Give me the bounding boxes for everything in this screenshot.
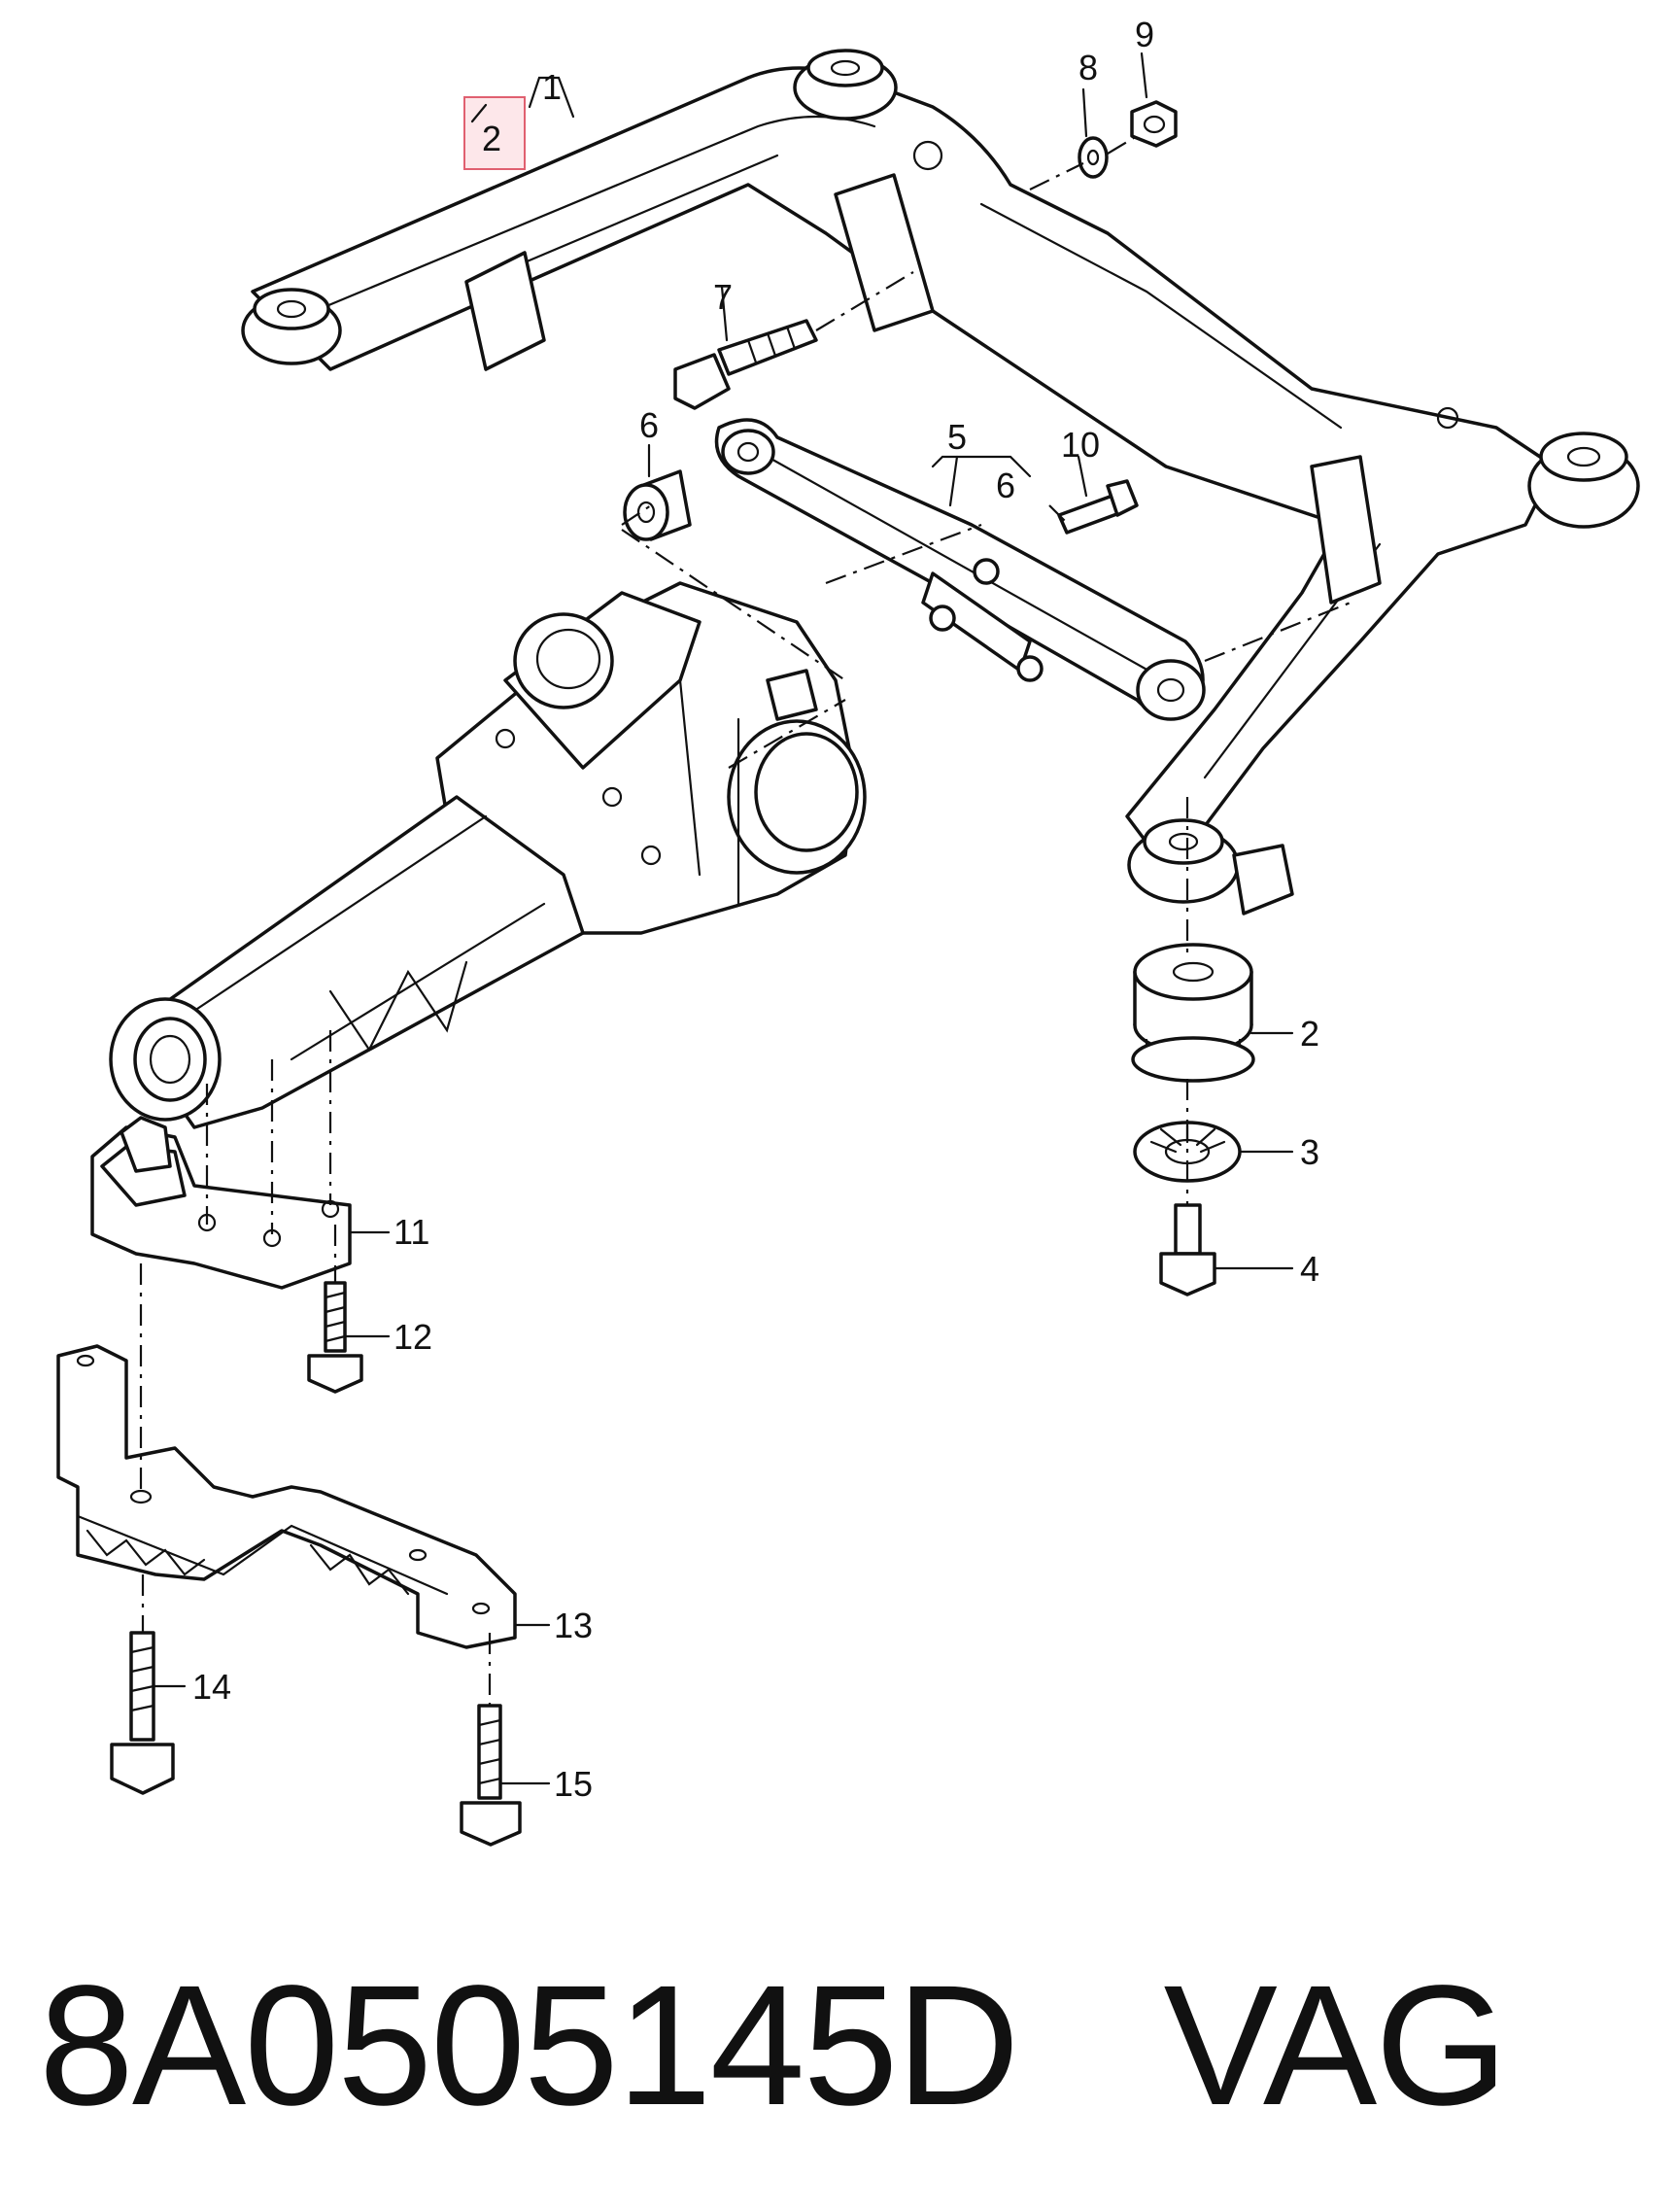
subframe-hole xyxy=(912,140,943,171)
subframe-bracket-rear xyxy=(1310,455,1382,605)
callout-15: 15 xyxy=(554,1764,593,1804)
bushing-rear-right xyxy=(1527,432,1640,529)
bushing-rear-left xyxy=(1127,818,1294,916)
differential-housing xyxy=(435,581,867,935)
bushing-front-right xyxy=(793,49,898,121)
callout-10: 10 xyxy=(1061,425,1100,465)
callout-6-bushing: 6 xyxy=(639,405,659,445)
bolt-12 xyxy=(307,1281,363,1394)
subframe-hole xyxy=(1436,406,1459,430)
brand-label: VAG xyxy=(1163,1951,1509,2141)
bolt-15 xyxy=(460,1704,522,1847)
bushing-front-left xyxy=(241,288,342,365)
propshaft-tube xyxy=(109,795,585,1129)
subframe-bracket-front xyxy=(464,251,546,371)
bolt-14 xyxy=(110,1631,175,1795)
callout-2: 2 xyxy=(1300,1014,1319,1054)
callout-labels: 1 2 2 3 4 5 6 6 7 8 9 10 11 12 13 14 15 xyxy=(192,15,1319,1804)
callout-13: 13 xyxy=(554,1606,593,1645)
leader-lines xyxy=(152,52,1294,1785)
mount-bracket xyxy=(90,1116,352,1290)
bolt-7 xyxy=(673,319,818,410)
washer-8 xyxy=(1078,136,1109,179)
bolt-10 xyxy=(1057,479,1139,535)
link-arm xyxy=(714,418,1206,721)
nut-9 xyxy=(1130,100,1178,148)
callout-11: 11 xyxy=(394,1212,429,1252)
part-number-caption: 8A0505145D VAG xyxy=(39,1934,1652,2158)
assembly-lines xyxy=(139,135,1352,1706)
callout-7: 7 xyxy=(713,277,733,317)
part-number: 8A0505145D xyxy=(39,1951,1020,2141)
bushing-6 xyxy=(623,469,692,541)
cross-bracket xyxy=(56,1344,517,1649)
exploded-parts-diagram: 1 2 2 3 4 5 6 6 7 8 9 10 11 12 13 14 15 xyxy=(56,15,1640,1847)
callout-6-link: 6 xyxy=(996,466,1015,505)
highlight-box-slash xyxy=(470,103,488,123)
callout-14: 14 xyxy=(192,1667,231,1707)
callout-3: 3 xyxy=(1300,1132,1319,1172)
callout-5: 5 xyxy=(947,417,967,457)
callout-1: 1 xyxy=(542,67,562,107)
highlight-box xyxy=(463,96,526,170)
callout-12: 12 xyxy=(394,1317,432,1357)
callout-4: 4 xyxy=(1300,1249,1319,1289)
callout-2-highlighted: 2 xyxy=(482,119,501,158)
subframe-bracket-mid xyxy=(834,173,935,332)
callout-8: 8 xyxy=(1078,48,1098,87)
bolt-4 xyxy=(1159,1203,1216,1296)
callout-9: 9 xyxy=(1135,15,1154,54)
bushing-2 xyxy=(1131,943,1255,1083)
